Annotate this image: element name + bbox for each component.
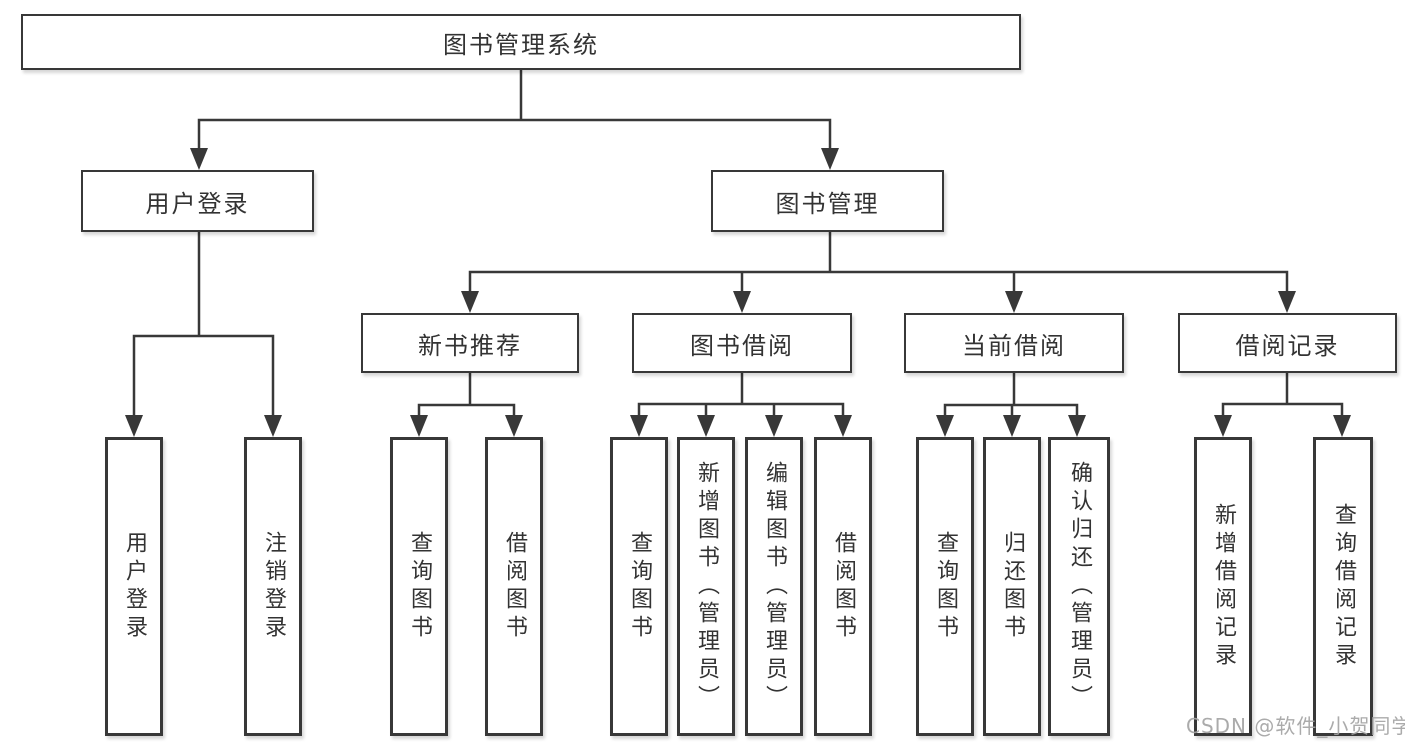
node-label: 查询图书 (933, 530, 958, 643)
leaf-borrow-query-books: 查询图书 (610, 437, 668, 736)
node-current-borrowing: 当前借阅 (904, 313, 1124, 373)
arrowheads (125, 148, 1351, 437)
node-label: 用户登录 (145, 189, 250, 218)
leaf-current-return-books: 归还图书 (983, 437, 1041, 736)
node-label: 编辑图书（管理员） (762, 460, 787, 713)
node-label: 新增图书（管理员） (694, 460, 719, 713)
leaf-new-borrow-books: 借阅图书 (485, 437, 543, 736)
node-label: 图书借阅 (690, 331, 794, 360)
node-label: 归还图书 (1000, 530, 1025, 643)
node-book-borrowing: 图书借阅 (632, 313, 852, 373)
node-label: 查询图书 (407, 530, 432, 643)
node-label: 借阅记录 (1235, 331, 1340, 360)
leaf-user-login: 用户登录 (105, 437, 163, 736)
node-library-system: 图书管理系统 (21, 14, 1021, 70)
leaf-logout: 注销登录 (244, 437, 302, 736)
node-label: 注销登录 (261, 530, 286, 643)
leaf-borrow-add-books-admin: 新增图书（管理员） (677, 437, 735, 736)
node-new-book-recommend: 新书推荐 (361, 313, 579, 373)
tree-edges (132, 68, 1344, 421)
node-label: 图书管理系统 (443, 30, 599, 59)
leaf-new-query-books: 查询图书 (390, 437, 448, 736)
node-label: 图书管理 (775, 189, 880, 218)
node-label: 查询图书 (627, 530, 652, 643)
node-book-management: 图书管理 (711, 170, 944, 232)
csdn-watermark: CSDN @软件_小贺同学 (1186, 714, 1405, 738)
node-label: 借阅图书 (502, 530, 527, 643)
node-label: 新增借阅记录 (1211, 502, 1236, 671)
leaf-borrow-borrow-books: 借阅图书 (814, 437, 872, 736)
node-label: 用户登录 (122, 530, 147, 643)
leaf-current-query-books: 查询图书 (916, 437, 974, 736)
node-user-login: 用户登录 (81, 170, 314, 232)
node-borrowing-records: 借阅记录 (1178, 313, 1397, 373)
leaf-record-query-borrow-record: 查询借阅记录 (1313, 437, 1373, 736)
node-label: 借阅图书 (831, 530, 856, 643)
node-label: 确认归还（管理员） (1067, 460, 1092, 713)
node-label: 当前借阅 (962, 331, 1066, 360)
node-label: 新书推荐 (418, 331, 522, 360)
leaf-record-add-borrow-record: 新增借阅记录 (1194, 437, 1252, 736)
leaf-current-confirm-return-admin: 确认归还（管理员） (1048, 437, 1110, 736)
leaf-borrow-edit-books-admin: 编辑图书（管理员） (745, 437, 803, 736)
node-label: 查询借阅记录 (1331, 502, 1356, 671)
